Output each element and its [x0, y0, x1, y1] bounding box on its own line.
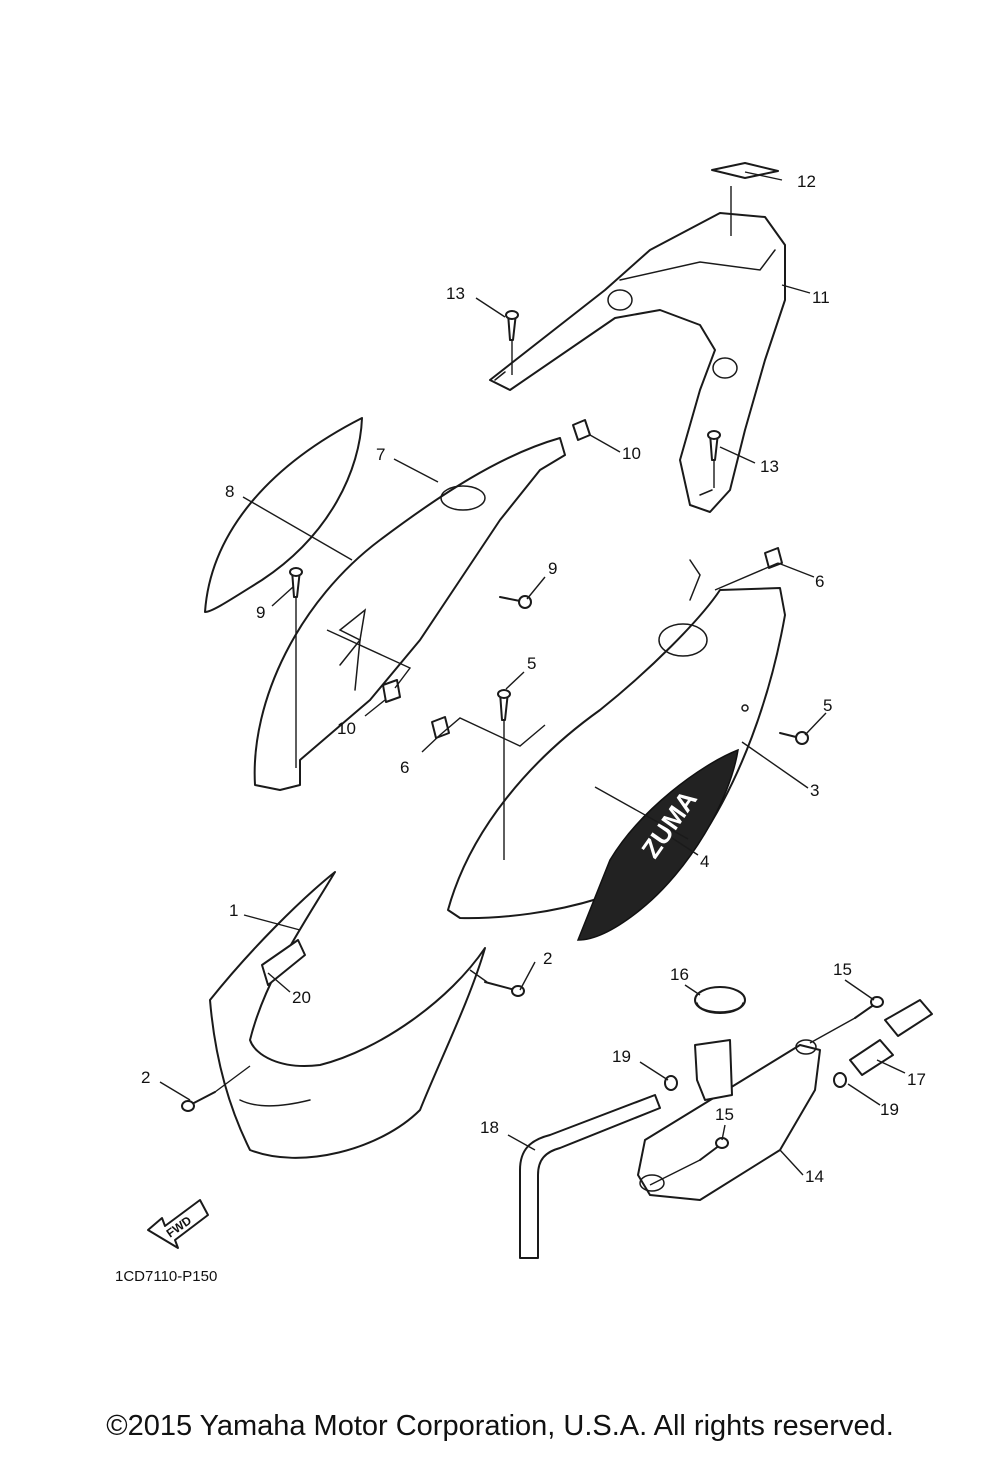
copyright-notice: ©2015 Yamaha Motor Corporation, U.S.A. A…: [106, 1410, 894, 1442]
callout-7: 7: [376, 445, 385, 464]
part-12-label: [711, 162, 779, 179]
callout-18: 18: [480, 1118, 499, 1137]
part-17-tube: [849, 999, 933, 1076]
callout-15b: 15: [715, 1105, 734, 1124]
callout-10b: 10: [337, 719, 356, 738]
part-1-lower-cover: [209, 871, 486, 1159]
callout-6a: 6: [815, 572, 824, 591]
callout-1: 1: [229, 901, 238, 920]
callout-5b: 5: [823, 696, 832, 715]
callout-numbers: 12 11 13 13 10 7 8 9 9 6 5 10 6 5 3 4 1 …: [141, 172, 926, 1186]
part-8-panel: [204, 417, 363, 613]
callout-13b: 13: [760, 457, 779, 476]
callout-19a: 19: [612, 1047, 631, 1066]
callout-6b: 6: [400, 758, 409, 777]
callout-11: 11: [812, 288, 830, 307]
callout-10a: 10: [622, 444, 641, 463]
callout-16: 16: [670, 965, 689, 984]
leader-lines: [159, 171, 906, 1186]
callout-8: 8: [225, 482, 234, 501]
part-7-side-cover: [253, 437, 566, 791]
callout-2b: 2: [141, 1068, 150, 1087]
diagram-code: 1CD7110-P150: [115, 1268, 217, 1285]
callout-2a: 2: [543, 949, 552, 968]
callout-9a: 9: [548, 559, 557, 578]
callout-14: 14: [805, 1167, 824, 1186]
callout-12: 12: [797, 172, 816, 191]
callout-15a: 15: [833, 960, 852, 979]
part-16-cap: [694, 986, 746, 1014]
clips: [382, 419, 783, 739]
callout-3: 3: [810, 781, 819, 800]
callout-4: 4: [700, 852, 709, 871]
fwd-arrow-icon: FWD: [147, 1199, 209, 1249]
callout-20: 20: [292, 988, 311, 1007]
part-20-tag: [261, 939, 306, 986]
callout-19b: 19: [880, 1100, 899, 1119]
callout-17: 17: [907, 1070, 926, 1089]
callout-13a: 13: [446, 284, 465, 303]
callout-5a: 5: [527, 654, 536, 673]
part-14-tank: [637, 1039, 821, 1201]
part-18-hose: [519, 1094, 661, 1259]
callout-9b: 9: [256, 603, 265, 622]
